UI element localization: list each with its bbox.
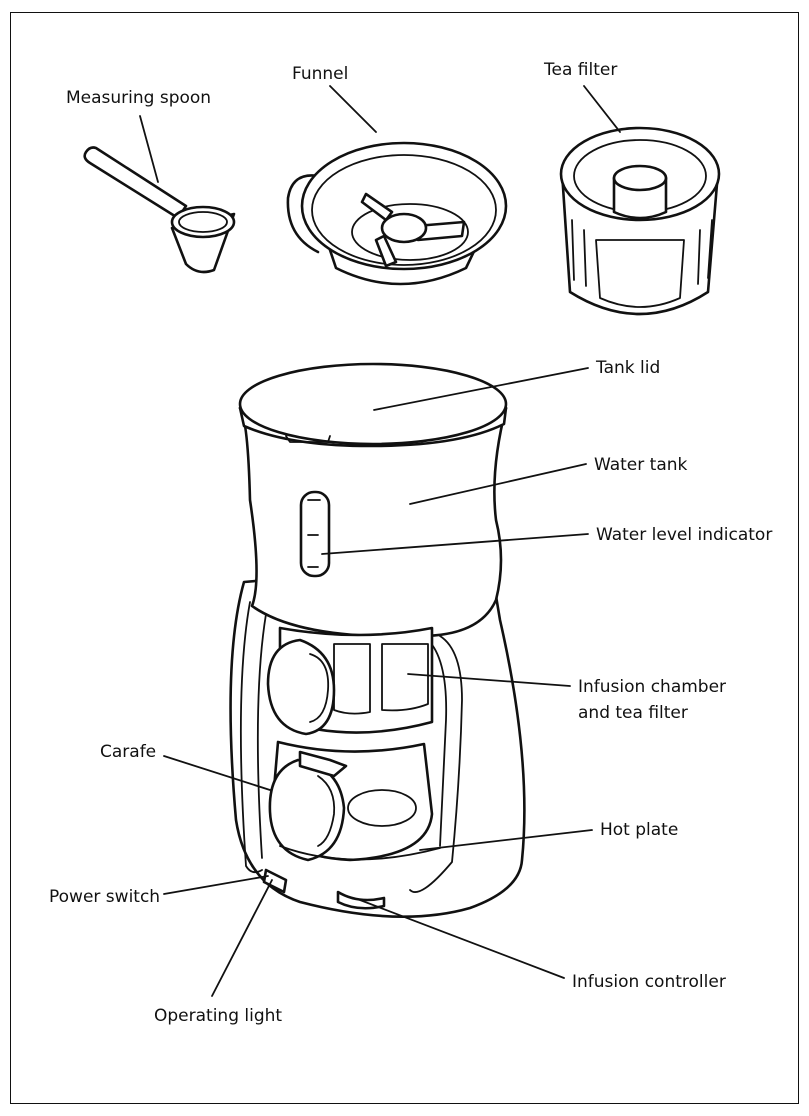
leader-funnel bbox=[329, 85, 377, 133]
label-infusion-chamber-line1: Infusion chamber bbox=[578, 677, 726, 697]
leader-tea-filter bbox=[583, 85, 621, 133]
leader-power-switch bbox=[163, 875, 269, 895]
labels: Measuring spoon Funnel Tea filter Tank l… bbox=[49, 60, 772, 1026]
leader-hot-plate bbox=[419, 829, 593, 851]
tea-filter-drawing bbox=[559, 126, 721, 316]
label-hot-plate: Hot plate bbox=[600, 820, 678, 840]
leader-water-level-indicator bbox=[321, 533, 589, 555]
label-carafe: Carafe bbox=[100, 742, 156, 762]
label-tea-filter: Tea filter bbox=[543, 60, 617, 80]
label-water-tank: Water tank bbox=[594, 455, 688, 475]
label-water-level-indicator: Water level indicator bbox=[596, 525, 772, 545]
diagram-frame bbox=[10, 12, 799, 1104]
leader-water-tank bbox=[409, 463, 587, 505]
leader-measuring-spoon bbox=[139, 115, 159, 183]
leader-lines bbox=[139, 85, 621, 997]
leader-carafe bbox=[163, 755, 271, 791]
leader-infusion-chamber bbox=[407, 673, 571, 687]
leader-operating-light bbox=[211, 879, 273, 997]
label-infusion-controller: Infusion controller bbox=[572, 972, 726, 992]
label-funnel: Funnel bbox=[292, 64, 348, 84]
leader-tank-lid bbox=[373, 367, 589, 411]
label-infusion-chamber-line2: and tea filter bbox=[578, 703, 688, 723]
label-tank-lid: Tank lid bbox=[595, 358, 660, 378]
tea-maker-drawing bbox=[229, 362, 526, 918]
label-power-switch: Power switch bbox=[49, 887, 160, 907]
leader-infusion-controller bbox=[359, 899, 565, 979]
measuring-spoon-drawing bbox=[83, 146, 236, 274]
label-operating-light: Operating light bbox=[154, 1006, 282, 1026]
label-measuring-spoon: Measuring spoon bbox=[66, 88, 211, 108]
funnel-drawing bbox=[286, 141, 508, 286]
